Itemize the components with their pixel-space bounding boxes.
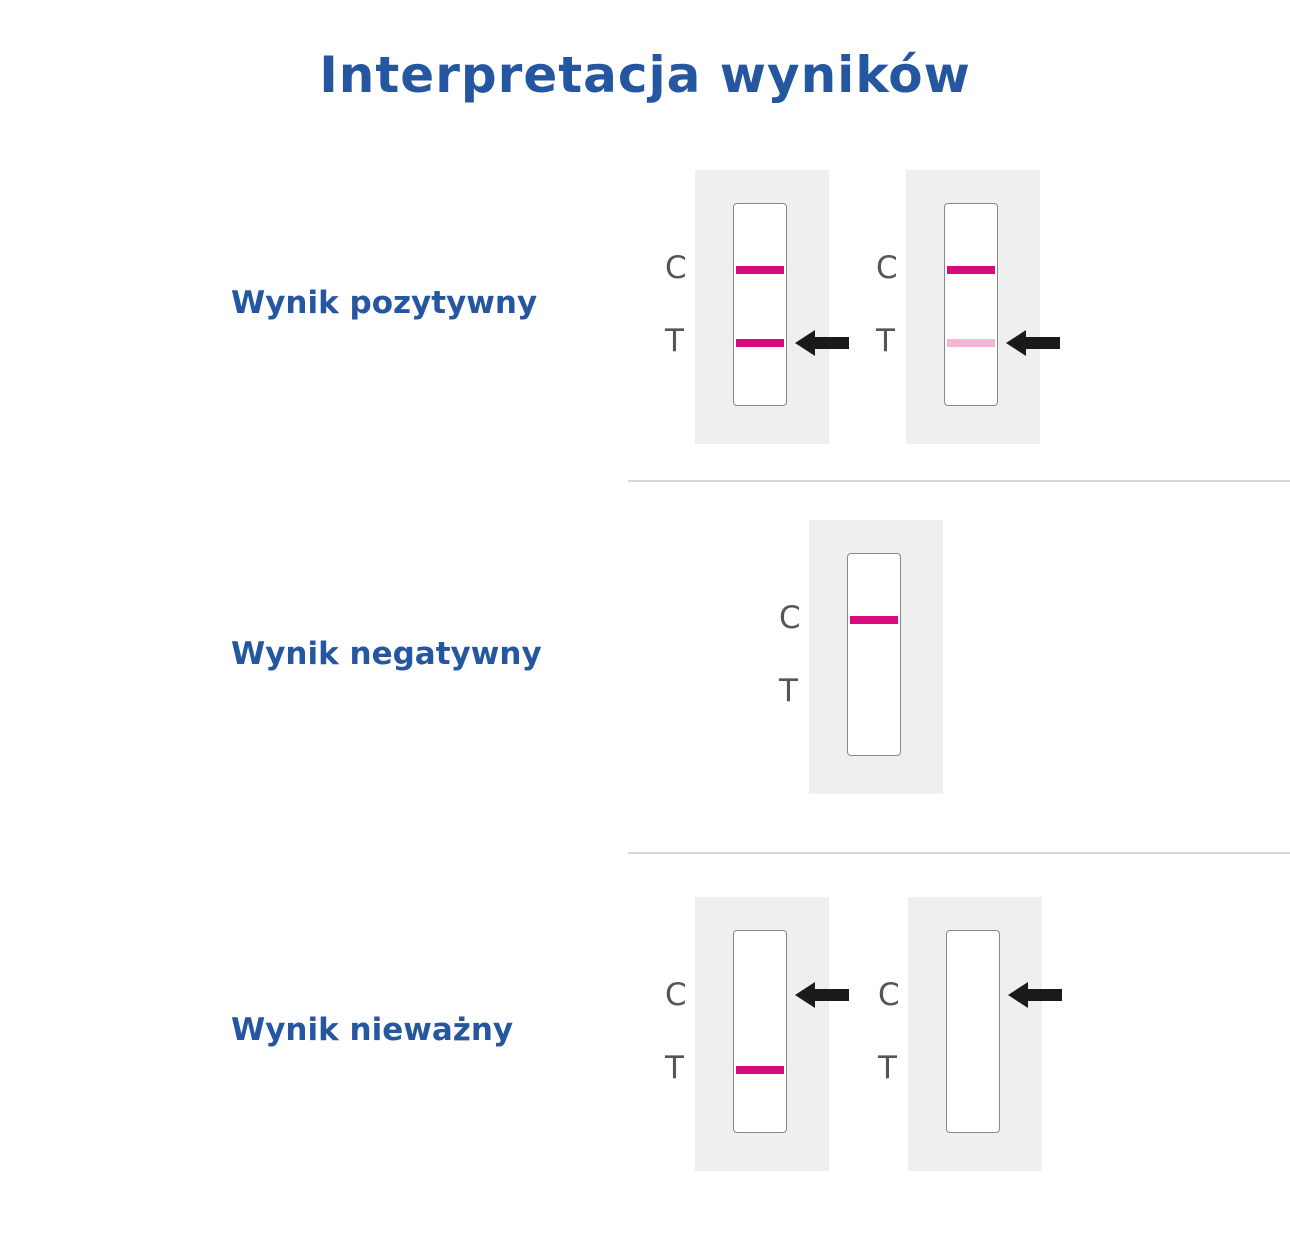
test-letter: T <box>665 1050 684 1086</box>
test-strip <box>847 553 901 756</box>
result-label-negative: Wynik negatywny <box>231 636 542 672</box>
page-title: Interpretacja wyników <box>0 46 1290 104</box>
result-label-positive: Wynik pozytywny <box>231 285 538 321</box>
test-letter: T <box>665 323 684 359</box>
test-cassette <box>695 170 829 444</box>
divider <box>628 852 1290 854</box>
arrow-left-icon <box>1008 982 1062 1008</box>
test-line-strong <box>736 1066 784 1074</box>
test-cassette <box>908 897 1042 1171</box>
test-strip <box>946 930 1000 1133</box>
test-letter: T <box>878 1050 897 1086</box>
title-text: Interpretacja wyników <box>319 46 971 104</box>
control-letter: C <box>779 600 801 636</box>
test-strip <box>733 203 787 406</box>
test-cassette <box>809 520 943 794</box>
arrow-left-icon <box>1006 330 1060 356</box>
test-line-strong <box>736 339 784 347</box>
control-line-strong <box>736 266 784 274</box>
control-letter: C <box>665 977 687 1013</box>
test-letter: T <box>876 323 895 359</box>
test-line-faint <box>947 339 995 347</box>
test-strip <box>733 930 787 1133</box>
arrow-left-icon <box>795 330 849 356</box>
arrow-left-icon <box>795 982 849 1008</box>
control-line-strong <box>850 616 898 624</box>
test-letter: T <box>779 673 798 709</box>
test-cassette <box>906 170 1040 444</box>
test-strip <box>944 203 998 406</box>
control-letter: C <box>665 250 687 286</box>
control-letter: C <box>876 250 898 286</box>
control-line-strong <box>947 266 995 274</box>
control-letter: C <box>878 977 900 1013</box>
test-cassette <box>695 897 829 1171</box>
result-label-invalid: Wynik nieważny <box>231 1012 514 1048</box>
divider <box>628 480 1290 482</box>
